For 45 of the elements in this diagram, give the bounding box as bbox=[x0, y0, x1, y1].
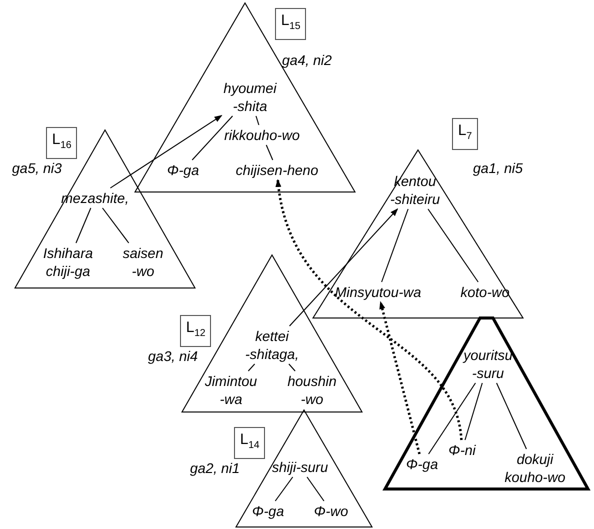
tree-line bbox=[248, 364, 256, 372]
arrow bbox=[110, 115, 222, 188]
tree-line bbox=[428, 208, 479, 282]
dotted-arrow bbox=[379, 301, 421, 454]
case-annotation: ga2, ni1 bbox=[190, 460, 240, 476]
case-annotation: ga4, ni2 bbox=[282, 52, 332, 68]
label-tag: L$_{12}$ bbox=[180, 315, 212, 347]
arrow bbox=[289, 208, 398, 326]
tree-line bbox=[266, 144, 274, 160]
tree-line bbox=[496, 382, 527, 450]
tree-word: saisen -wo bbox=[122, 244, 164, 280]
tree-word: Φ-wo bbox=[314, 502, 348, 520]
tree-line bbox=[381, 208, 409, 282]
tree-word: Ishihara chiji-ga bbox=[43, 244, 93, 280]
case-annotation: ga3, ni4 bbox=[148, 348, 198, 364]
tree-word: shiji-suru bbox=[272, 458, 328, 476]
tree-word: hyoumei -shita bbox=[224, 79, 276, 115]
tree-word: houshin -wo bbox=[287, 372, 337, 408]
tree-word: youritsu -suru bbox=[463, 346, 513, 382]
tree-line bbox=[428, 382, 476, 454]
label-tag: L$_{7}$ bbox=[452, 118, 478, 150]
case-annotation: ga5, ni3 bbox=[12, 160, 62, 176]
tree-word: Φ-ga bbox=[252, 502, 284, 520]
tree-word: Φ-ga bbox=[167, 161, 199, 179]
tree-word: rikkouho-wo bbox=[224, 126, 300, 144]
tree-line bbox=[306, 476, 324, 502]
tree-line bbox=[192, 116, 234, 160]
tree-line bbox=[274, 476, 294, 502]
label-tag: L$_{14}$ bbox=[234, 427, 266, 459]
tree-word: Φ-ga bbox=[406, 455, 438, 473]
case-annotation: ga1, ni5 bbox=[473, 160, 523, 176]
tree-word: Φ-ni bbox=[448, 441, 476, 459]
tree-line bbox=[288, 364, 296, 372]
tree-line bbox=[256, 116, 260, 126]
tree-word: kettei -shitaga, bbox=[245, 327, 299, 363]
dotted-arrow bbox=[276, 179, 463, 440]
tree-line bbox=[76, 208, 92, 244]
tree-word: dokuji kouho-wo bbox=[504, 450, 566, 486]
label-tag: L$_{15}$ bbox=[275, 8, 306, 40]
tree-line bbox=[464, 382, 483, 440]
tree-word: Minsyutou-wa bbox=[334, 283, 422, 301]
label-tag: L$_{16}$ bbox=[46, 127, 78, 159]
tree-line bbox=[102, 208, 130, 244]
tree-word: chijisen-heno bbox=[236, 161, 318, 179]
tree-word: Jimintou -wa bbox=[204, 372, 258, 408]
